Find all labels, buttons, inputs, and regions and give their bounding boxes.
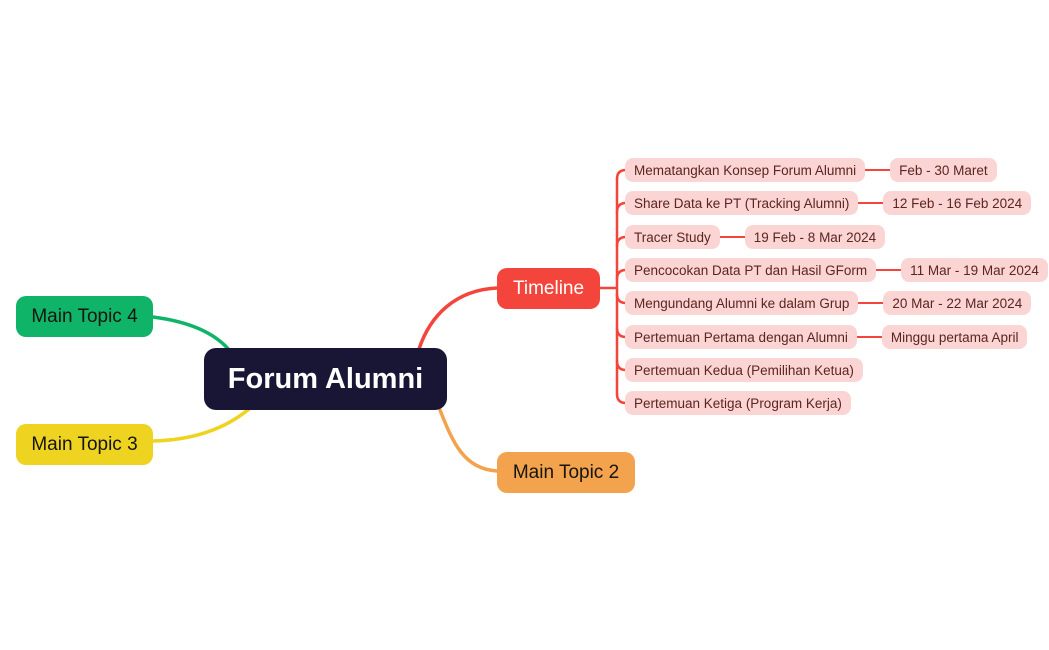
branch-label: Timeline <box>512 277 585 299</box>
timeline-row: Mematangkan Konsep Forum Alumni Feb - 30… <box>625 158 997 182</box>
timeline-row: Tracer Study 19 Feb - 8 Mar 2024 <box>625 225 886 249</box>
timeline-task-label: Pencocokan Data PT dan Hasil GForm <box>634 262 868 278</box>
timeline-row: Pencocokan Data PT dan Hasil GForm 11 Ma… <box>625 258 1048 282</box>
timeline-task[interactable]: Pertemuan Pertama dengan Alumni <box>625 325 857 349</box>
timeline-date-label: 11 Mar - 19 Mar 2024 <box>910 262 1039 278</box>
branch-label: Main Topic 3 <box>31 433 138 455</box>
timeline-date[interactable]: Minggu pertama April <box>881 325 1028 349</box>
timeline-task[interactable]: Pertemuan Kedua (Pemilihan Ketua) <box>625 358 863 382</box>
timeline-row: Pertemuan Ketiga (Program Kerja) <box>625 391 851 415</box>
timeline-row: Pertemuan Kedua (Pemilihan Ketua) <box>625 358 863 382</box>
branch-main-topic-3[interactable]: Main Topic 3 <box>16 424 153 465</box>
timeline-task[interactable]: Mengundang Alumni ke dalam Grup <box>625 291 859 315</box>
branch-label: Main Topic 4 <box>31 305 138 327</box>
timeline-task-label: Mengundang Alumni ke dalam Grup <box>634 295 850 311</box>
timeline-date[interactable]: Feb - 30 Maret <box>890 158 997 182</box>
timeline-date-label: Minggu pertama April <box>890 329 1019 345</box>
timeline-task[interactable]: Tracer Study <box>625 225 720 249</box>
branch-main-topic-4[interactable]: Main Topic 4 <box>16 296 153 337</box>
branch-timeline[interactable]: Timeline <box>497 268 600 309</box>
timeline-task[interactable]: Mematangkan Konsep Forum Alumni <box>625 158 866 182</box>
timeline-task-label: Mematangkan Konsep Forum Alumni <box>634 162 857 178</box>
timeline-row: Pertemuan Pertama dengan Alumni Minggu p… <box>625 325 1028 349</box>
task-date-connector <box>858 201 884 205</box>
timeline-row: Share Data ke PT (Tracking Alumni) 12 Fe… <box>625 191 1032 215</box>
timeline-task-label: Tracer Study <box>634 229 711 245</box>
branch-main-topic-2[interactable]: Main Topic 2 <box>497 452 635 493</box>
task-date-connector <box>856 335 882 339</box>
timeline-date[interactable]: 12 Feb - 16 Feb 2024 <box>883 191 1032 215</box>
timeline-task[interactable]: Pertemuan Ketiga (Program Kerja) <box>625 391 851 415</box>
timeline-date-label: 12 Feb - 16 Feb 2024 <box>892 195 1023 211</box>
task-date-connector <box>876 268 902 272</box>
timeline-date[interactable]: 20 Mar - 22 Mar 2024 <box>883 291 1032 315</box>
timeline-task-label: Pertemuan Kedua (Pemilihan Ketua) <box>634 362 854 378</box>
root-node-label: Forum Alumni <box>227 362 424 395</box>
branch-label: Main Topic 2 <box>512 461 620 483</box>
task-date-connector <box>719 235 745 239</box>
connector-main-topic-2 <box>438 408 499 473</box>
task-date-connector <box>865 168 891 172</box>
timeline-date-label: 20 Mar - 22 Mar 2024 <box>892 295 1023 311</box>
timeline-task[interactable]: Share Data ke PT (Tracking Alumni) <box>625 191 859 215</box>
timeline-task-label: Share Data ke PT (Tracking Alumni) <box>634 195 850 211</box>
timeline-date[interactable]: 19 Feb - 8 Mar 2024 <box>744 225 886 249</box>
timeline-task-label: Pertemuan Ketiga (Program Kerja) <box>634 395 842 411</box>
timeline-task[interactable]: Pencocokan Data PT dan Hasil GForm <box>625 258 877 282</box>
connector-main-topic-3 <box>151 407 251 443</box>
connector-main-topic-4 <box>151 315 232 353</box>
connector-timeline <box>417 286 499 351</box>
root-node-forum-alumni[interactable]: Forum Alumni <box>204 348 447 410</box>
timeline-date-label: Feb - 30 Maret <box>899 162 988 178</box>
timeline-date[interactable]: 11 Mar - 19 Mar 2024 <box>901 258 1048 282</box>
timeline-date-label: 19 Feb - 8 Mar 2024 <box>753 229 877 245</box>
timeline-task-label: Pertemuan Pertama dengan Alumni <box>634 329 848 345</box>
timeline-row: Mengundang Alumni ke dalam Grup 20 Mar -… <box>625 291 1032 315</box>
task-date-connector <box>858 301 884 305</box>
